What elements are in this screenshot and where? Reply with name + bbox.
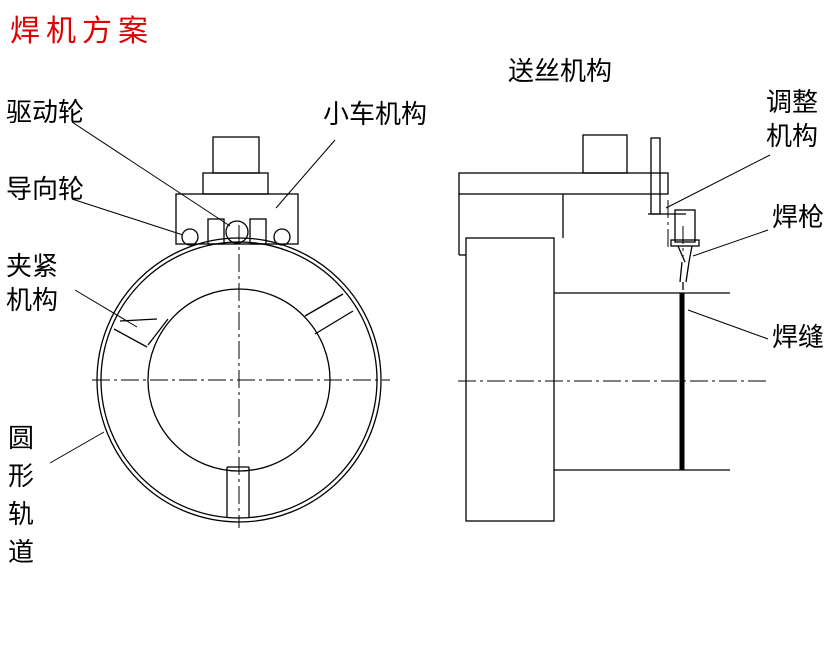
carriage-side-view bbox=[458, 134, 669, 256]
label-track: 圆 形 轨 道 bbox=[7, 424, 34, 568]
drive-wheel bbox=[225, 220, 249, 244]
centerline-right bbox=[458, 200, 766, 382]
welding-torch bbox=[670, 209, 700, 290]
clamp-arm-bottom bbox=[226, 466, 250, 517]
label-wire-feed: 送丝机构 bbox=[508, 57, 613, 87]
leader-lines-right bbox=[665, 154, 771, 340]
label-torch: 焊枪 bbox=[772, 203, 825, 233]
pipe-side-view bbox=[554, 292, 730, 471]
adjust-mechanism bbox=[648, 137, 686, 215]
guide-wheel-left bbox=[181, 228, 199, 246]
label-drive-wheel: 驱动轮 bbox=[6, 98, 85, 128]
page-title: 焊机方案 bbox=[10, 14, 154, 49]
carriage-body bbox=[175, 136, 299, 245]
guide-wheel-right bbox=[273, 228, 291, 246]
label-adjust: 调整 机构 bbox=[766, 88, 819, 152]
clamp-arm-left bbox=[113, 318, 169, 348]
clamp-arm-right bbox=[304, 293, 354, 335]
label-guide-wheel: 导向轮 bbox=[6, 175, 85, 205]
label-carriage: 小车机构 bbox=[323, 100, 428, 130]
label-clamp: 夹紧 机构 bbox=[6, 252, 59, 316]
track-side-view bbox=[465, 237, 555, 522]
label-seam: 焊缝 bbox=[772, 323, 825, 353]
centerline-left bbox=[92, 225, 390, 528]
leader-lines-left bbox=[49, 121, 336, 464]
